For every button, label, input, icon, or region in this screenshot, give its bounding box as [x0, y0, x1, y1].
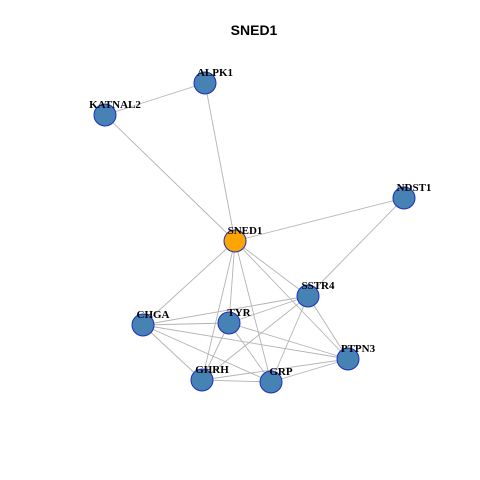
node-katnal2 — [93, 103, 117, 127]
edge-sstr4-tyr — [228, 295, 309, 324]
node-label-katnal2: KATNAL2 — [89, 99, 141, 111]
node-label-tyr: TYR — [227, 307, 251, 319]
node-tyr — [217, 311, 241, 335]
edge-alpk1-katnal2 — [104, 82, 206, 116]
node-grp — [259, 370, 283, 394]
edge-grp-ptpn3 — [270, 358, 349, 383]
edge-tyr-grp — [228, 322, 272, 383]
edge-layer — [104, 82, 405, 383]
node-chga — [131, 313, 155, 337]
node-label-ghrh: GHRH — [195, 364, 229, 376]
node-label-sstr4: SSTR4 — [301, 280, 335, 292]
edge-sstr4-chga — [142, 295, 309, 326]
edge-tyr-ptpn3 — [228, 322, 349, 360]
edge-ghrh-grp — [201, 379, 272, 383]
edge-chga-ptpn3 — [142, 324, 349, 360]
node-label-ndst1: NDST1 — [397, 182, 432, 194]
diagram-title: SNED1 — [231, 22, 278, 38]
node-label-chga: CHGA — [137, 309, 170, 321]
edge-ghrh-ptpn3 — [201, 358, 349, 381]
node-ptpn3 — [336, 347, 360, 371]
edge-ndst1-sned1 — [234, 197, 405, 242]
edge-sned1-chga — [142, 240, 236, 326]
edge-chga-ghrh — [142, 324, 203, 381]
edge-sned1-sstr4 — [234, 240, 309, 297]
node-alpk1 — [193, 71, 217, 95]
node-layer — [93, 71, 416, 394]
node-label-ptpn3: PTPN3 — [341, 343, 376, 355]
edge-sstr4-grp — [270, 295, 309, 383]
node-ndst1 — [392, 186, 416, 210]
node-sstr4 — [296, 284, 320, 308]
edge-sned1-ptpn3 — [234, 240, 349, 360]
edge-chga-grp — [142, 324, 272, 383]
edge-sned1-grp — [234, 240, 272, 383]
edge-katnal2-sned1 — [104, 114, 236, 242]
node-sned1 — [223, 229, 247, 253]
node-label-alpk1: ALPK1 — [197, 67, 233, 79]
edge-sned1-ghrh — [201, 240, 236, 381]
edge-alpk1-sned1 — [204, 82, 236, 242]
edge-sstr4-ghrh — [201, 295, 309, 381]
edge-chga-tyr — [142, 322, 230, 326]
node-label-grp: GRP — [269, 366, 293, 378]
node-ghrh — [190, 368, 214, 392]
node-label-sned1: SNED1 — [228, 225, 263, 237]
edge-sstr4-ptpn3 — [307, 295, 349, 360]
edge-ndst1-sstr4 — [307, 197, 405, 297]
